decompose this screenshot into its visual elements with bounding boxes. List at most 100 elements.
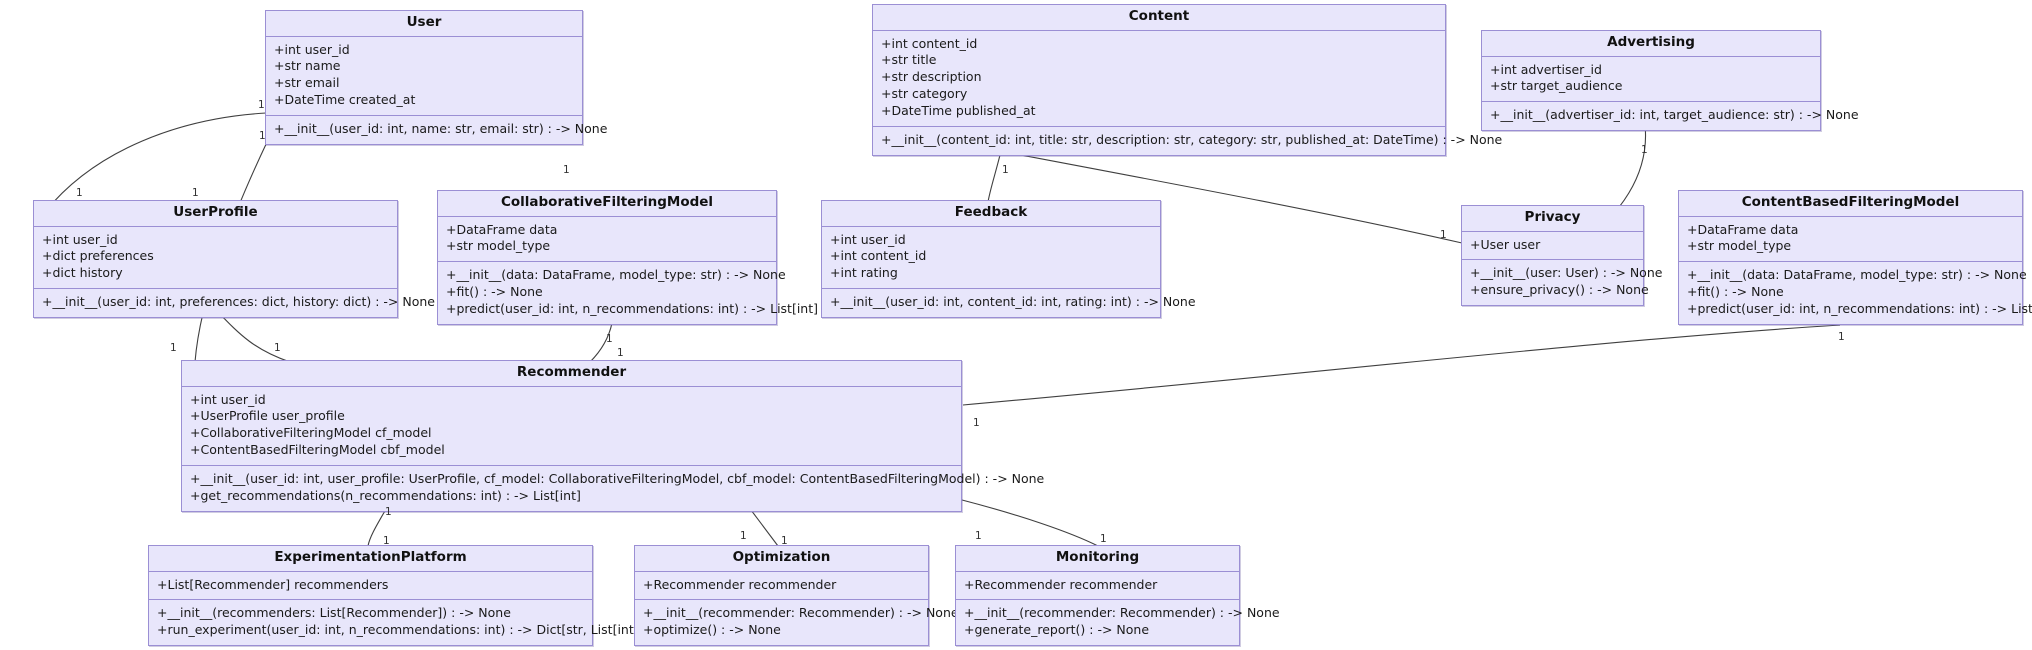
class-title-userprofile: UserProfile bbox=[34, 201, 397, 227]
uml-class-recommender[interactable]: Recommender+int user_id+UserProfile user… bbox=[181, 360, 1045, 512]
attribute-row: +ContentBasedFilteringModel cbf_model bbox=[190, 442, 445, 458]
uml-class-feedback[interactable]: Feedback+int user_id+int content_id+int … bbox=[821, 200, 1196, 319]
uml-class-advertising[interactable]: Advertising+int advertiser_id+str target… bbox=[1481, 30, 1859, 132]
uml-class-cbfmodel[interactable]: ContentBasedFilteringModel+DataFrame dat… bbox=[1678, 190, 2032, 325]
attribute-row: +DataFrame data bbox=[1687, 221, 1799, 237]
attribute-row: +UserProfile user_profile bbox=[190, 408, 345, 424]
class-attributes-user: +int user_id+str name+str email+DateTime… bbox=[266, 37, 582, 117]
uml-class-cfmodel[interactable]: CollaborativeFilteringModel+DataFrame da… bbox=[437, 190, 819, 325]
class-attributes-recommender: +int user_id+UserProfile user_profile+Co… bbox=[182, 387, 961, 467]
attribute-row: +CollaborativeFilteringModel cf_model bbox=[190, 425, 432, 441]
multiplicity-label: 1 bbox=[170, 342, 177, 354]
multiplicity-label: 1 bbox=[385, 506, 392, 518]
uml-class-monitoring[interactable]: Monitoring +Recommender recommender +__ini… bbox=[955, 545, 1280, 647]
method-row: +__init__(advertiser_id: int, target_aud… bbox=[1490, 107, 1859, 123]
method-row: +__init__(recommender: Recommender) : ->… bbox=[964, 605, 1280, 621]
multiplicity-label: 1 bbox=[1641, 144, 1648, 156]
class-methods-advertising: +__init__(advertiser_id: int, target_aud… bbox=[1482, 102, 1859, 130]
class-attributes-advertising: +int advertiser_id+str target_audience bbox=[1482, 57, 1820, 103]
class-title-monitoring: Monitoring bbox=[956, 546, 1239, 572]
class-title-cbfmodel: ContentBasedFilteringModel bbox=[1679, 191, 2022, 217]
attribute-row: +Recommender recommender bbox=[964, 576, 1158, 592]
method-row: +__init__(user_id: int, user_profile: Us… bbox=[190, 471, 1045, 487]
attribute-row: +int rating bbox=[830, 265, 898, 281]
multiplicity-label: 1 bbox=[781, 535, 788, 547]
attribute-row: +Recommender recommender bbox=[643, 576, 837, 592]
attribute-row: +int user_id bbox=[190, 391, 266, 407]
association-edge-userprofile-recommender bbox=[217, 311, 291, 363]
multiplicity-label: 1 bbox=[975, 530, 982, 542]
class-title-content: Content bbox=[873, 5, 1445, 31]
uml-class-userprofile[interactable]: UserProfile+int user_id+dict preferences… bbox=[33, 200, 435, 319]
class-attributes-userprofile: +int user_id+dict preferences+dict histo… bbox=[34, 227, 397, 290]
attribute-row: +int user_id bbox=[42, 231, 118, 247]
method-row: +ensure_privacy() : -> None bbox=[1470, 282, 1649, 298]
attribute-row: +str title bbox=[881, 52, 937, 68]
class-methods-user: +__init__(user_id: int, name: str, email… bbox=[266, 116, 607, 144]
class-title-advertising: Advertising bbox=[1482, 31, 1820, 57]
class-title-experimentationplatform: ExperimentationPlatform bbox=[149, 546, 592, 572]
multiplicity-label: 1 bbox=[274, 342, 281, 354]
uml-class-optimization[interactable]: Optimization+Recommender recommender+__i… bbox=[634, 545, 959, 647]
class-methods-feedback: +__init__(user_id: int, content_id: int,… bbox=[822, 289, 1196, 317]
multiplicity-label: 1 bbox=[1838, 331, 1845, 343]
association-edge-recommender-cbfmodel bbox=[962, 324, 1841, 406]
multiplicity-label: 1 bbox=[76, 187, 83, 199]
method-row: +__init__(user_id: int, content_id: int,… bbox=[830, 294, 1196, 310]
attribute-row: +str name bbox=[274, 58, 341, 74]
method-row: +get_recommendations(n_recommendations: … bbox=[190, 487, 581, 503]
method-row: +fit() : -> None bbox=[1687, 284, 1784, 300]
method-row: +__init__(recommenders: List[Recommender… bbox=[157, 605, 511, 621]
class-attributes-content: +int content_id+str title+str descriptio… bbox=[873, 31, 1445, 127]
multiplicity-label: 1 bbox=[606, 333, 613, 345]
multiplicity-label: 1 bbox=[973, 417, 980, 429]
attribute-row: +str target_audience bbox=[1490, 78, 1623, 94]
multiplicity-label: 1 bbox=[1002, 164, 1009, 176]
attribute-row: +DateTime created_at bbox=[274, 92, 416, 108]
method-row: +__init__(user_id: int, preferences: dic… bbox=[42, 294, 435, 310]
method-row: +__init__(data: DataFrame, model_type: s… bbox=[1687, 267, 2027, 283]
class-title-recommender: Recommender bbox=[182, 361, 961, 387]
multiplicity-label: 1 bbox=[259, 130, 266, 142]
class-methods-privacy: +__init__(user: User) : -> None+ensure_p… bbox=[1462, 260, 1663, 305]
class-attributes-cbfmodel: +DataFrame data+str model_type bbox=[1679, 217, 2022, 263]
class-title-cfmodel: CollaborativeFilteringModel bbox=[438, 191, 776, 217]
class-attributes-optimization: +Recommender recommender bbox=[635, 572, 928, 601]
method-row: +__init__(recommender: Recommender) : ->… bbox=[643, 605, 959, 621]
multiplicity-label: 1 bbox=[1440, 229, 1447, 241]
method-row: +__init__(user: User) : -> None bbox=[1470, 265, 1663, 281]
method-row: +predict(user_id: int, n_recommendations… bbox=[446, 301, 819, 317]
uml-class-privacy[interactable]: Privacy +User user +__init__(user: User) :… bbox=[1461, 205, 1663, 307]
class-attributes-cfmodel: +DataFrame data+str model_type bbox=[438, 217, 776, 263]
class-attributes-experimentationplatform: +List[Recommender] recommenders bbox=[149, 572, 592, 601]
attribute-row: +str category bbox=[881, 86, 968, 102]
multiplicity-label: 1 bbox=[1100, 533, 1107, 545]
method-row: +run_experiment(user_id: int, n_recommen… bbox=[157, 622, 644, 638]
uml-class-user[interactable]: User+int user_id+str name+str email+Date… bbox=[265, 10, 607, 145]
attribute-row: +DataFrame data bbox=[446, 221, 558, 237]
association-edge-content-feedback bbox=[987, 154, 1001, 203]
class-attributes-feedback: +int user_id+int content_id+int rating bbox=[822, 227, 1160, 290]
method-row: +__init__(content_id: int, title: str, d… bbox=[881, 131, 1503, 147]
uml-class-experimentationplatform[interactable]: ExperimentationPlatform+List[Recommender… bbox=[148, 545, 644, 647]
method-row: +optimize() : -> None bbox=[643, 622, 781, 638]
class-attributes-privacy: +User user bbox=[1462, 232, 1643, 261]
class-title-feedback: Feedback bbox=[822, 201, 1160, 227]
association-edge-recommender-monitoring bbox=[961, 499, 1099, 547]
attribute-row: +int advertiser_id bbox=[1490, 61, 1602, 77]
attribute-row: +User user bbox=[1470, 236, 1541, 252]
class-methods-cbfmodel: +__init__(data: DataFrame, model_type: s… bbox=[1679, 262, 2032, 324]
attribute-row: +str model_type bbox=[1687, 238, 1792, 254]
attribute-row: +dict preferences bbox=[42, 248, 154, 264]
method-row: +fit() : -> None bbox=[446, 284, 543, 300]
multiplicity-label: 1 bbox=[617, 347, 624, 359]
multiplicity-label: 1 bbox=[740, 530, 747, 542]
class-methods-cfmodel: +__init__(data: DataFrame, model_type: s… bbox=[438, 262, 819, 324]
multiplicity-label: 1 bbox=[563, 164, 570, 176]
class-methods-recommender: +__init__(user_id: int, user_profile: Us… bbox=[182, 466, 1045, 511]
class-title-privacy: Privacy bbox=[1462, 206, 1643, 232]
uml-class-content[interactable]: Content+int content_id+str title+str des… bbox=[872, 4, 1503, 156]
attribute-row: +str description bbox=[881, 69, 982, 85]
class-title-user: User bbox=[266, 11, 582, 37]
